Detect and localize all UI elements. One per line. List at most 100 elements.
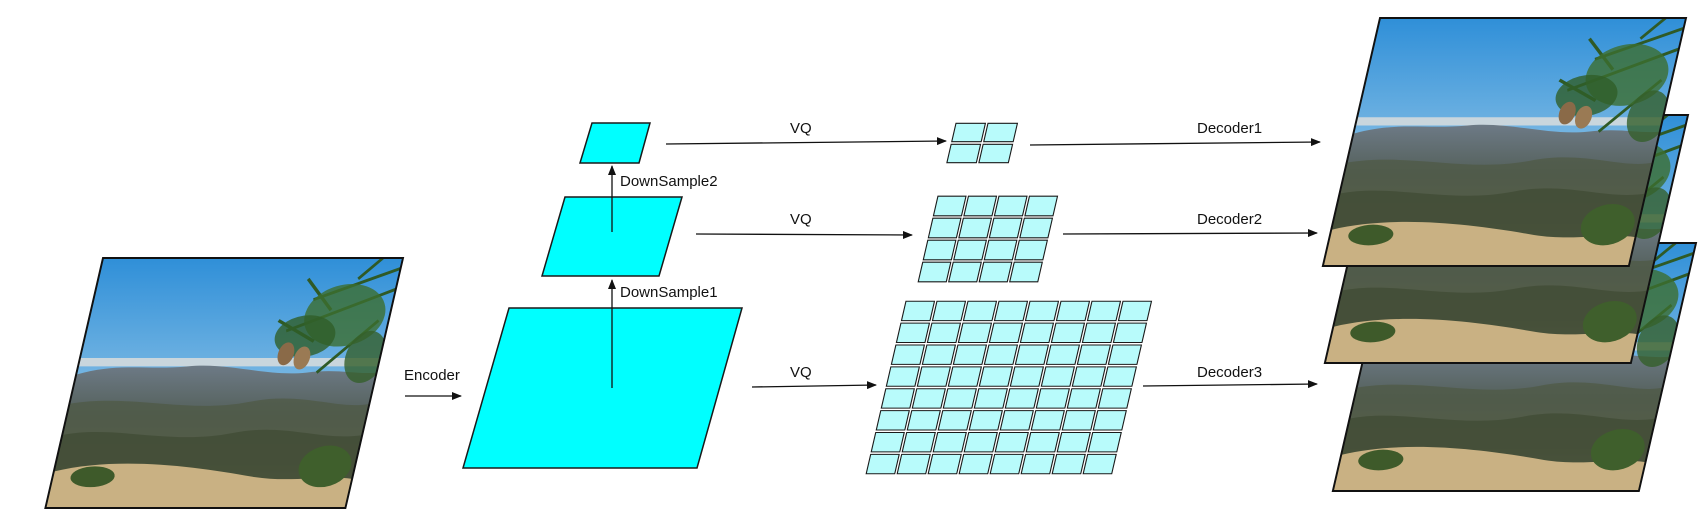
- codebook-cell: [983, 344, 1019, 365]
- codebook-cell: [1035, 388, 1071, 409]
- codebook-grid-level2: [917, 195, 1059, 283]
- codebook-cell: [953, 239, 988, 261]
- codebook-cell: [911, 388, 947, 409]
- codebook-cell: [1024, 300, 1060, 322]
- codebook-cell: [865, 453, 900, 475]
- codebook-cell: [1020, 453, 1055, 475]
- decoder3-label: Decoder3: [1197, 364, 1262, 381]
- codebook-cell: [958, 453, 993, 475]
- codebook-cell: [932, 195, 967, 217]
- codebook-cell: [896, 453, 931, 475]
- codebook-cell: [999, 410, 1034, 431]
- codebook-cell: [1019, 217, 1054, 239]
- codebook-cell: [947, 366, 983, 387]
- codebook-cell: [870, 431, 905, 453]
- codebook-cell: [983, 122, 1019, 143]
- codebook-cell: [1107, 344, 1143, 365]
- codebook-cell: [895, 322, 931, 344]
- downsample2-label: DownSample2: [620, 173, 718, 190]
- codebook-cell: [1024, 195, 1059, 217]
- codebook-cell: [988, 217, 1023, 239]
- codebook-cell: [968, 410, 1003, 431]
- codebook-cell: [951, 122, 987, 143]
- codebook-cell: [946, 143, 982, 164]
- codebook-cell: [917, 261, 952, 283]
- codebook-cell: [948, 261, 982, 283]
- codebook-cell: [901, 431, 936, 453]
- codebook-cell: [993, 195, 1028, 217]
- encoder-label: Encoder: [404, 367, 460, 384]
- downsample1-label: DownSample1: [620, 284, 718, 301]
- codebook-cell: [1087, 431, 1122, 453]
- codebook-cell: [931, 300, 967, 322]
- codebook-cell: [926, 322, 962, 344]
- codebook-cell: [1004, 388, 1040, 409]
- codebook-cell: [978, 366, 1014, 387]
- codebook-cell: [1086, 300, 1122, 322]
- decoder2-arrow: [1062, 229, 1318, 238]
- codebook-cell: [978, 261, 1013, 283]
- feature-map-level3: [462, 307, 743, 469]
- codebook-cell: [942, 388, 978, 409]
- vq3-label: VQ: [790, 364, 812, 381]
- codebook-cell: [1055, 300, 1091, 322]
- codebook-cell: [952, 344, 988, 365]
- codebook-cell: [1030, 410, 1065, 431]
- vq1-arrow: [665, 137, 947, 146]
- codebook-cell: [922, 239, 957, 261]
- codebook-cell: [906, 410, 941, 431]
- codebook-cell: [916, 366, 952, 387]
- decoder1-arrow: [1029, 138, 1321, 147]
- codebook-cell: [1092, 410, 1127, 431]
- codebook-cell: [988, 322, 1024, 344]
- codebook-cell: [1040, 366, 1076, 387]
- codebook-cell: [875, 410, 910, 431]
- codebook-cell: [963, 431, 998, 453]
- codebook-cell: [1081, 322, 1117, 344]
- codebook-cell: [973, 388, 1009, 409]
- codebook-cell: [1071, 366, 1107, 387]
- vq1-label: VQ: [790, 120, 812, 137]
- codebook-cell: [983, 239, 1018, 261]
- codebook-cell: [989, 453, 1024, 475]
- codebook-cell: [937, 410, 972, 431]
- codebook-cell: [885, 366, 921, 387]
- codebook-cell: [927, 217, 962, 239]
- feature-map-level1: [578, 122, 651, 164]
- codebook-cell: [1056, 431, 1091, 453]
- codebook-cell: [1014, 344, 1050, 365]
- codebook-cell: [978, 143, 1014, 164]
- feature-map-level2: [541, 196, 683, 277]
- codebook-cell: [1082, 453, 1117, 475]
- codebook-cell: [1117, 300, 1153, 322]
- input-image: [44, 257, 405, 509]
- codebook-cell: [1009, 366, 1045, 387]
- codebook-grid-level1: [946, 122, 1019, 164]
- codebook-cell: [921, 344, 957, 365]
- codebook-grid-level3: [865, 300, 1153, 475]
- codebook-cell: [957, 322, 993, 344]
- vq3-arrow: [751, 381, 877, 390]
- codebook-cell: [1050, 322, 1086, 344]
- codebook-cell: [1045, 344, 1081, 365]
- codebook-cell: [963, 195, 998, 217]
- codebook-cell: [958, 217, 993, 239]
- decoder1-label: Decoder1: [1197, 120, 1262, 137]
- vq2-arrow: [695, 230, 913, 239]
- decoder3-arrow: [1142, 380, 1318, 389]
- codebook-cell: [890, 344, 926, 365]
- codebook-cell: [1014, 239, 1049, 261]
- vq2-label: VQ: [790, 211, 812, 228]
- decoder2-label: Decoder2: [1197, 211, 1262, 228]
- codebook-cell: [1061, 410, 1096, 431]
- codebook-cell: [993, 300, 1029, 322]
- output-image-level1: [1321, 17, 1688, 267]
- codebook-cell: [880, 388, 916, 409]
- codebook-cell: [932, 431, 967, 453]
- codebook-cell: [1051, 453, 1086, 475]
- codebook-cell: [1019, 322, 1055, 344]
- codebook-cell: [1009, 261, 1043, 283]
- codebook-cell: [962, 300, 998, 322]
